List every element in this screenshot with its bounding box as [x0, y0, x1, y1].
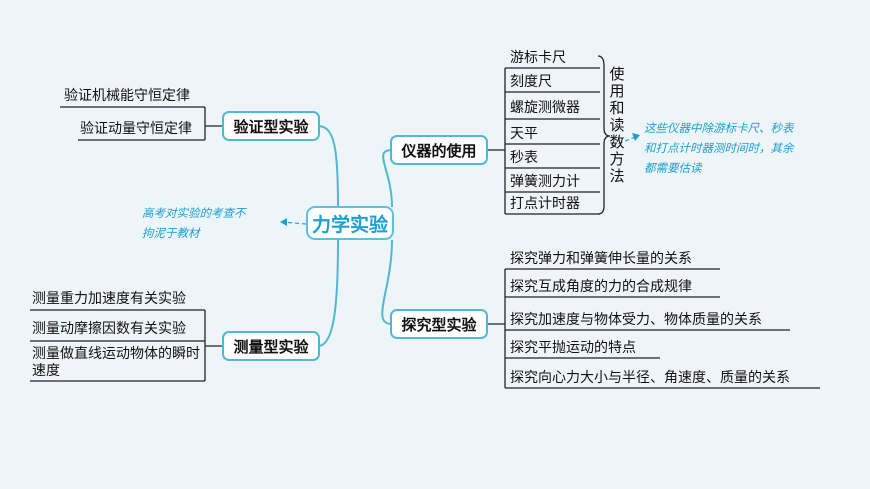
leaf-measure-2: 测量动摩擦因数有关实验: [32, 321, 186, 337]
note-right-line-1: 这些仪器中除游标卡尺、秒表: [644, 121, 794, 135]
leaf-explore-1: 探究弹力和弹簧伸长量的关系: [510, 251, 692, 267]
instrument-method-label: 使用和读数方法: [609, 65, 625, 185]
branch-explore: 探究型实验: [390, 309, 488, 339]
branch-measure: 测量型实验: [222, 331, 320, 361]
note-right-line-2: 和打点计时器测时间时，其余: [644, 141, 794, 155]
note-right-line-3: 都需要估读: [644, 161, 702, 175]
note-left: 高考对实验的考查不 拘泥于教材: [142, 203, 246, 243]
note-left-line-1: 高考对实验的考查不: [142, 206, 246, 220]
leaf-instrument-7: 打点计时器: [510, 196, 580, 212]
note-right: 这些仪器中除游标卡尺、秒表 和打点计时器测时间时，其余 都需要估读: [644, 118, 794, 178]
leaf-explore-3: 探究加速度与物体受力、物体质量的关系: [510, 312, 762, 328]
leaf-measure-3: 测量做直线运动物体的瞬时速度: [32, 346, 200, 379]
note-left-line-2: 拘泥于教材: [142, 226, 200, 240]
leaf-measure-1: 测量重力加速度有关实验: [32, 291, 186, 307]
leaf-instrument-3: 螺旋测微器: [510, 100, 580, 116]
leaf-instrument-5: 秒表: [510, 150, 538, 166]
branch-instrument: 仪器的使用: [390, 135, 488, 165]
leaf-verify-1: 验证机械能守恒定律: [64, 88, 190, 104]
leaf-explore-2: 探究互成角度的力的合成规律: [510, 279, 692, 295]
leaf-explore-5: 探究向心力大小与半径、角速度、质量的关系: [510, 370, 790, 386]
leaf-instrument-1: 游标卡尺: [510, 50, 566, 66]
leaf-instrument-6: 弹簧测力计: [510, 174, 580, 190]
leaf-explore-4: 探究平抛运动的特点: [510, 340, 636, 356]
leaf-instrument-2: 刻度尺: [510, 74, 552, 90]
root-node: 力学实验: [306, 206, 394, 240]
leaf-verify-2: 验证动量守恒定律: [80, 121, 192, 137]
branch-verify: 验证型实验: [222, 111, 320, 141]
leaf-instrument-4: 天平: [510, 126, 538, 142]
